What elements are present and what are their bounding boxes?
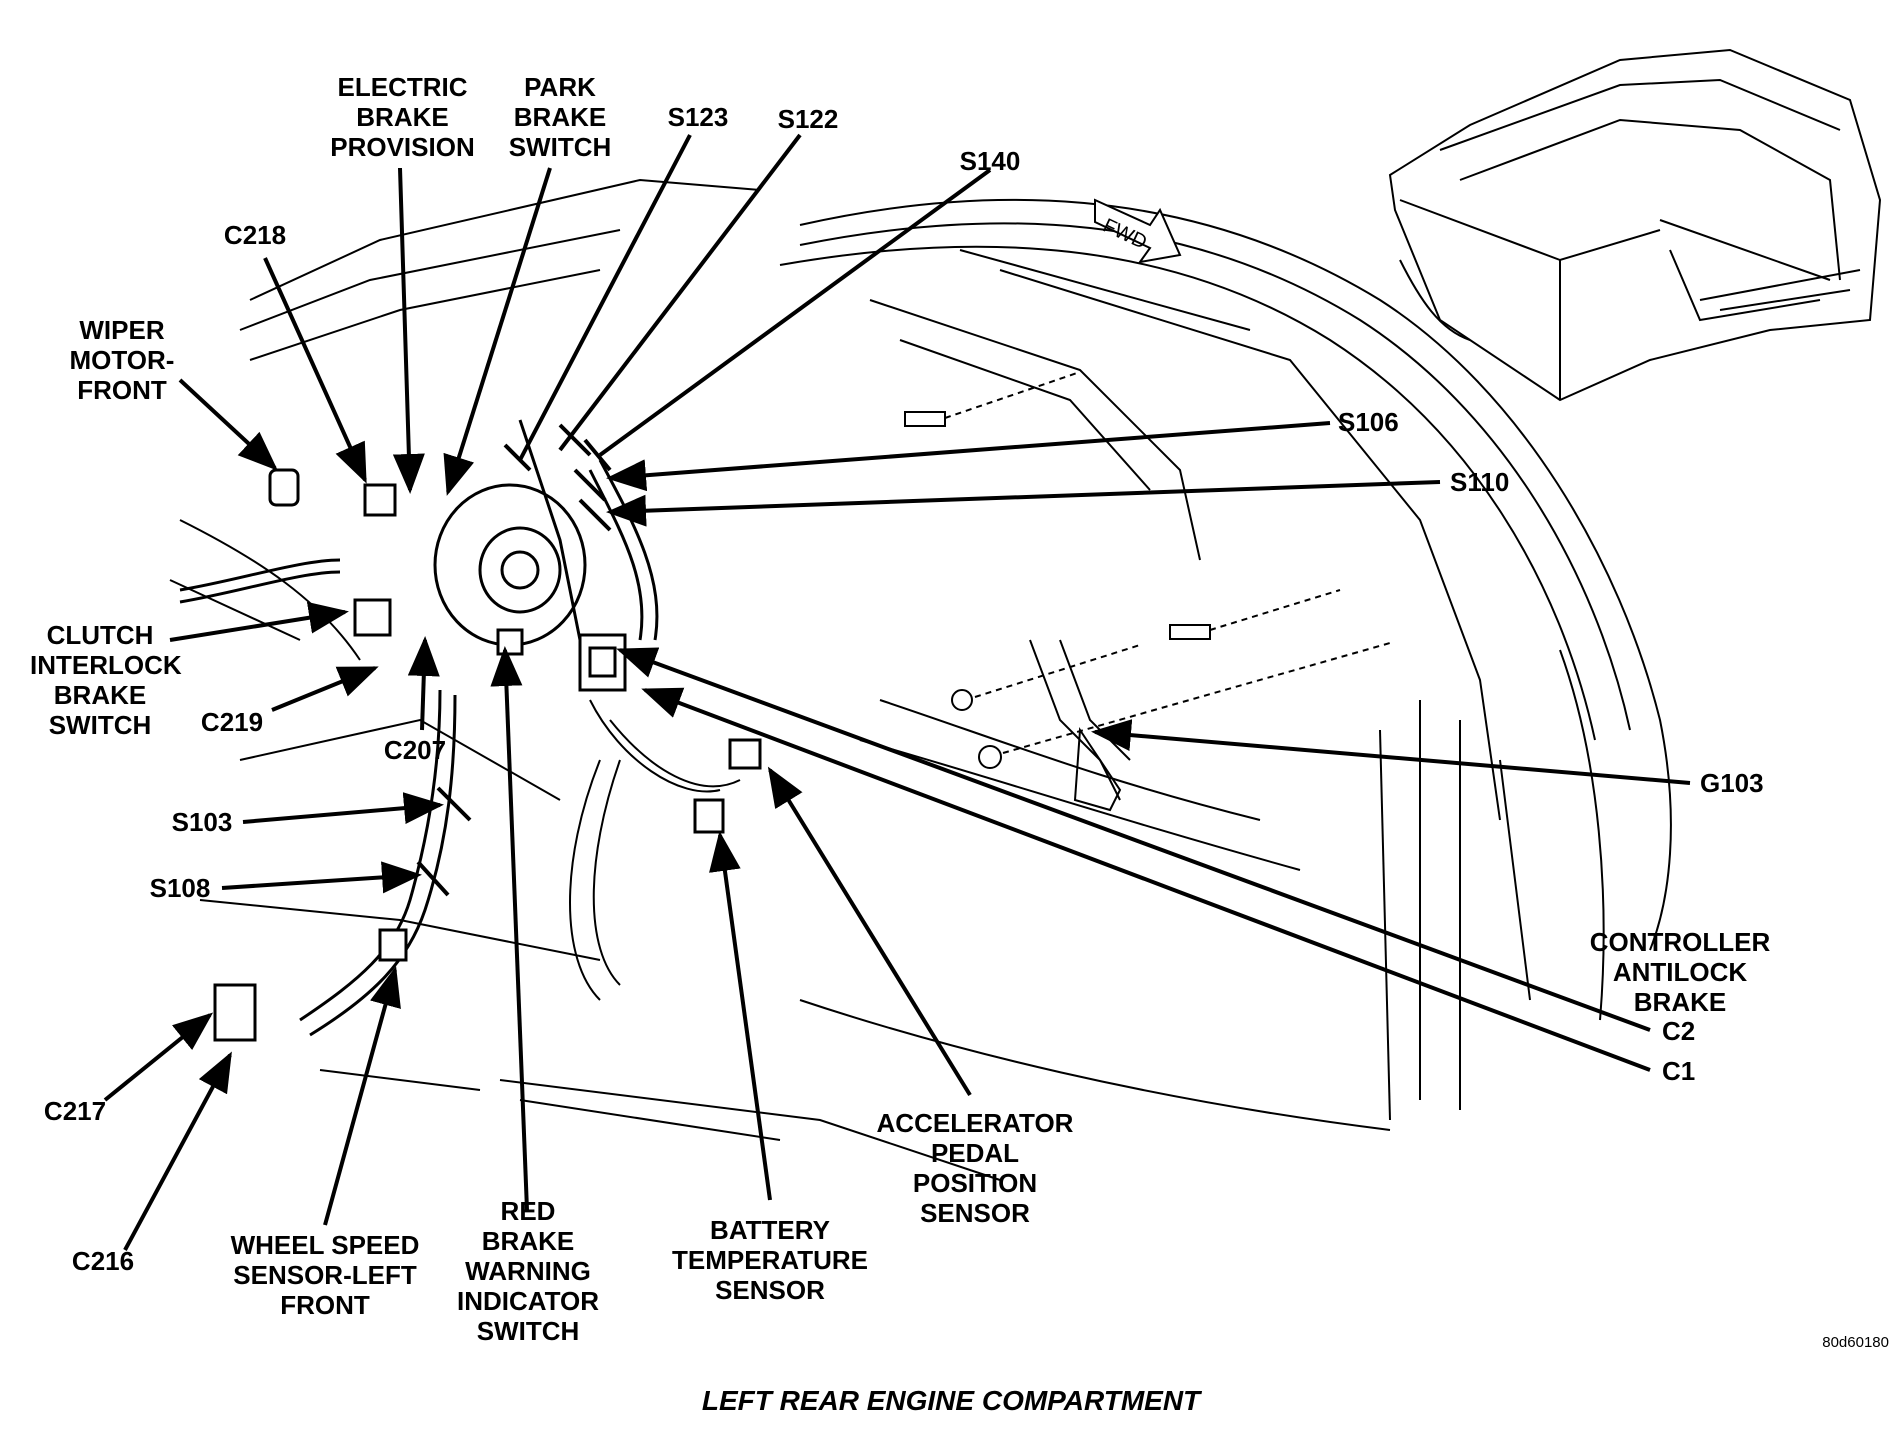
leader-c219 <box>271 666 379 712</box>
label-red-brake-warning-indicator-switch: RED BRAKE WARNING INDICATOR SWITCH <box>456 1196 600 1346</box>
leader-clutch <box>169 601 349 642</box>
leader-electric-brake <box>392 167 425 494</box>
label-c1: C1 <box>1662 1056 1696 1086</box>
leader-s123 <box>518 134 692 461</box>
label-c2: C2 <box>1662 1016 1696 1046</box>
leader-s106 <box>606 421 1331 492</box>
leader-red-brake <box>490 646 529 1211</box>
label-c216: C216 <box>71 1246 135 1276</box>
leader-park-brake <box>443 167 552 496</box>
diagram-caption: LEFT REAR ENGINE COMPARTMENT <box>701 1385 1201 1416</box>
label-s140: S140 <box>959 146 1021 176</box>
label-battery-temperature-sensor: BATTERY TEMPERATURE SENSOR <box>672 1215 868 1305</box>
label-s106: S106 <box>1338 407 1399 437</box>
leader-s110 <box>606 480 1441 527</box>
figure-id: 80d60180 <box>1822 1334 1889 1351</box>
leader-c217 <box>103 1012 214 1102</box>
label-s108: S108 <box>149 873 211 903</box>
leader-g103 <box>1091 719 1691 785</box>
label-electric-brake-provision: ELECTRIC BRAKE PROVISION <box>330 72 475 162</box>
label-s110: S110 <box>1450 467 1510 497</box>
label-accelerator-pedal-position-sensor: ACCELERATOR PEDAL POSITION SENSOR <box>876 1108 1074 1228</box>
label-c207: C207 <box>383 735 447 765</box>
leader-c207 <box>407 636 440 731</box>
leader-arrows <box>103 133 1691 1251</box>
leader-c1 <box>641 687 1651 1072</box>
wiring-harness <box>179 419 659 1037</box>
fasteners <box>904 371 1391 769</box>
brake-booster <box>433 483 587 647</box>
label-c218: C218 <box>223 220 287 250</box>
leader-s122 <box>558 133 802 452</box>
leader-battery-temp <box>709 831 772 1201</box>
abs-controller <box>578 633 627 692</box>
inset-vehicle-view <box>1388 48 1882 402</box>
leader-c216 <box>123 1051 232 1251</box>
leader-s108 <box>221 861 422 894</box>
label-wiper-motor-front: WIPER MOTOR- FRONT <box>69 315 175 405</box>
label-c219: C219 <box>200 707 264 737</box>
label-wheel-speed-sensor-left-front: WHEEL SPEED SENSOR-LEFT FRONT <box>230 1230 420 1320</box>
label-park-brake-switch: PARK BRAKE SWITCH <box>508 72 612 162</box>
label-s122: S122 <box>777 104 839 134</box>
label-g103: G103 <box>1700 768 1764 798</box>
leader-s140 <box>598 168 992 457</box>
leader-wiper-motor <box>178 378 278 471</box>
leader-s103 <box>242 792 444 825</box>
vehicle-body-line-art <box>169 178 1672 1181</box>
leader-c218 <box>263 257 367 484</box>
label-clutch-interlock-brake-switch: CLUTCH INTERLOCK BRAKE SWITCH <box>30 620 182 740</box>
label-c217: C217 <box>43 1096 107 1126</box>
leader-c2 <box>616 647 1651 1032</box>
label-controller-antilock-brake: CONTROLLER ANTILOCK BRAKE <box>1589 927 1771 1017</box>
label-s103: S103 <box>171 807 233 837</box>
label-s123: S123 <box>667 102 729 132</box>
leader-accelerator <box>767 766 972 1097</box>
leader-wheel-speed <box>323 966 401 1226</box>
